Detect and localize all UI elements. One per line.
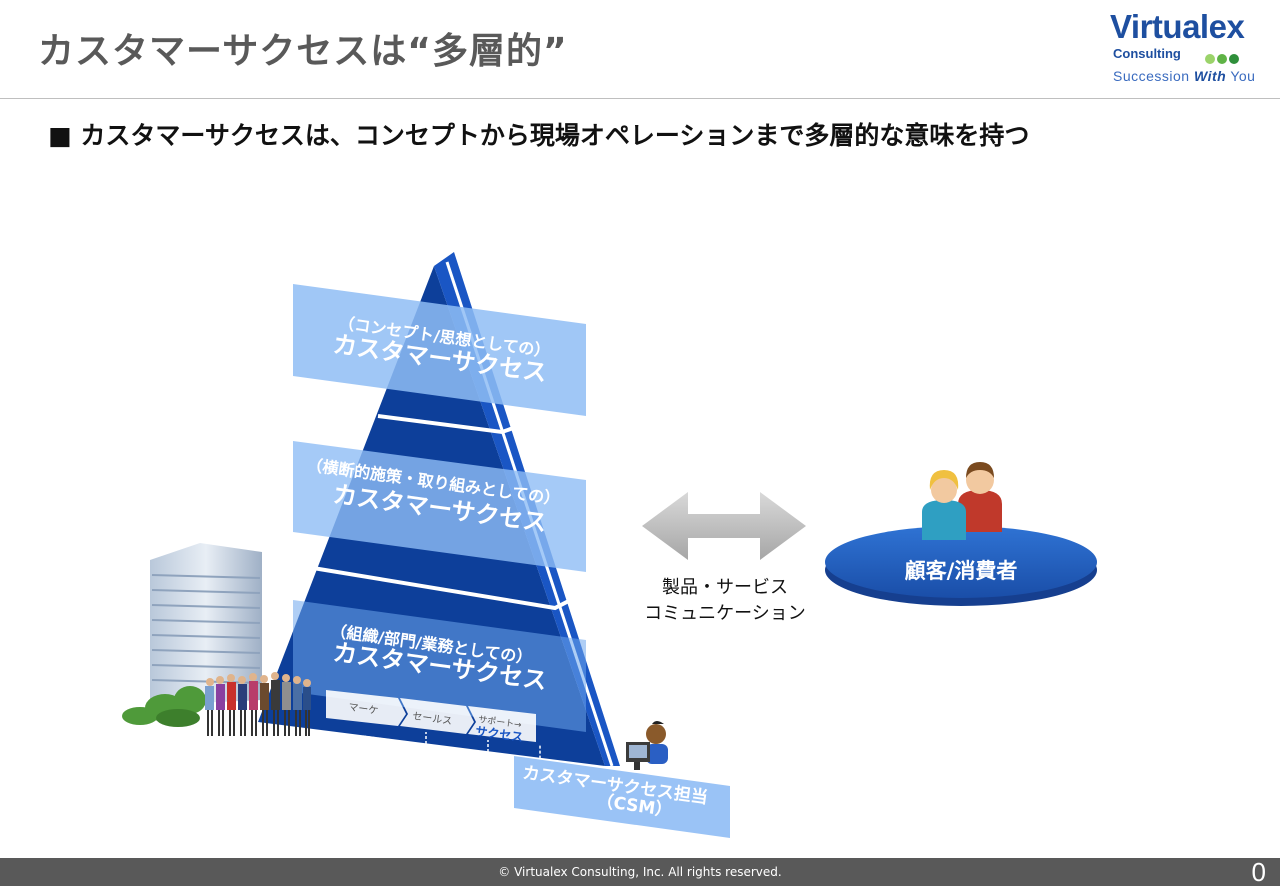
customer-label: 顧客/消費者 bbox=[905, 559, 1018, 583]
company-logo: Virtualex Consulting Succession With You bbox=[1108, 8, 1273, 94]
logo-wordmark: Virtualex bbox=[1110, 8, 1245, 45]
layer-band-initiative bbox=[293, 441, 586, 572]
customers-icon bbox=[922, 462, 1002, 540]
csm-band: カスタマーサクセス担当 （CSM） bbox=[514, 756, 730, 838]
building-icon bbox=[150, 543, 262, 705]
process-step-sales: セールス bbox=[412, 710, 453, 727]
process-flow: マーケ セールス サポート→ サクセス bbox=[326, 690, 541, 761]
layer-band-concept bbox=[293, 284, 586, 416]
communication-line2: コミュニケーション bbox=[644, 603, 806, 624]
people-group-icon bbox=[205, 672, 311, 736]
footer-bar: © Virtualex Consulting, Inc. All rights … bbox=[0, 857, 1280, 887]
customer-platform bbox=[825, 526, 1097, 606]
double-arrow-icon bbox=[642, 492, 806, 560]
process-step-marketing: マーケ bbox=[348, 701, 379, 717]
slide-subtitle: ■ カスタマーサクセスは、コンセプトから現場オペレーションまで多層的な意味を持つ bbox=[48, 121, 1030, 150]
page-title: カスタマーサクセスは“多層的” bbox=[38, 31, 568, 72]
csm-person-icon bbox=[626, 721, 668, 770]
page-number: 0 bbox=[1251, 857, 1266, 887]
logo-dots-icon bbox=[1205, 49, 1241, 68]
logo-tagline: Succession With You bbox=[1113, 68, 1256, 84]
title-divider bbox=[0, 98, 1280, 99]
trees-icon bbox=[122, 686, 206, 727]
logo-subtitle: Consulting bbox=[1113, 46, 1181, 61]
communication-line1: 製品・サービス bbox=[662, 577, 788, 598]
communication-label: 製品・サービス コミュニケーション bbox=[620, 575, 830, 627]
copyright-text: © Virtualex Consulting, Inc. All rights … bbox=[498, 865, 782, 879]
process-step-success: サクセス bbox=[475, 724, 524, 744]
